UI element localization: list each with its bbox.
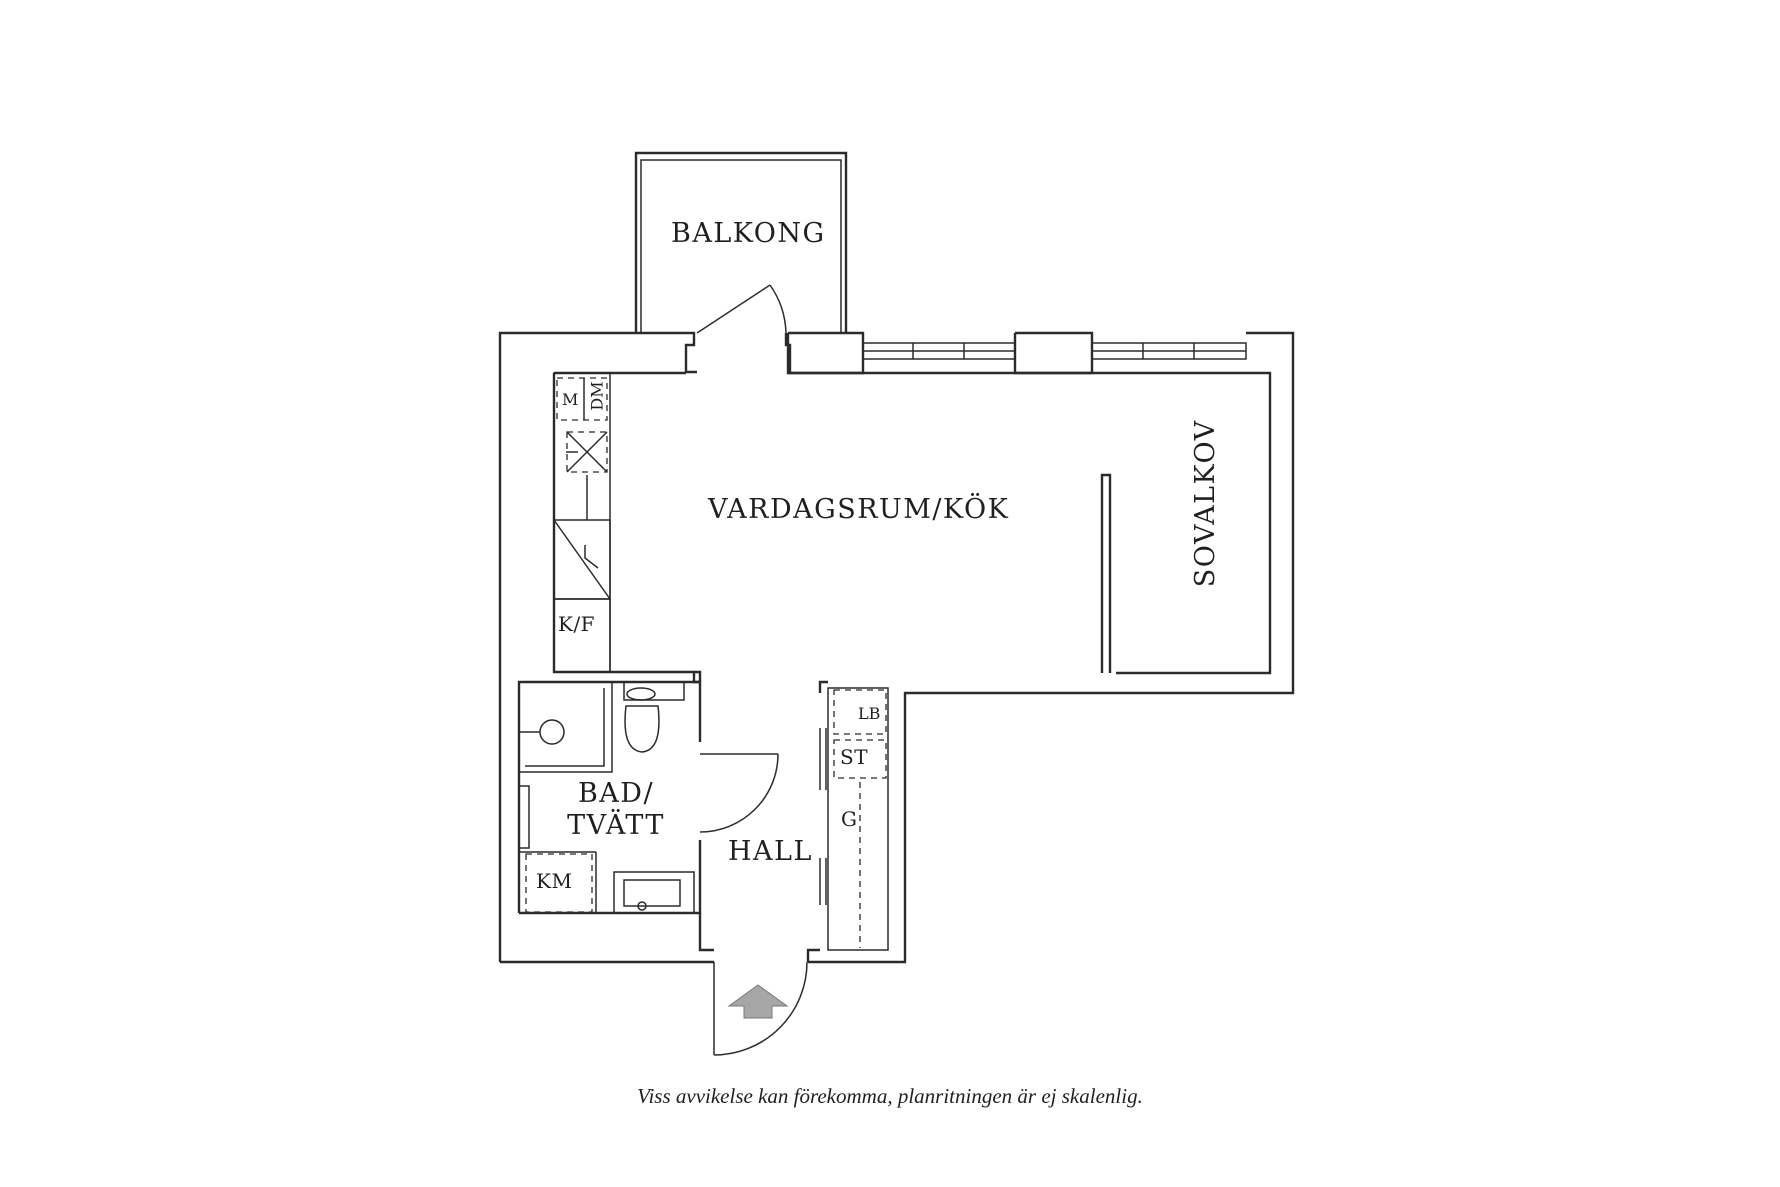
entrance-arrow-icon [727, 984, 789, 1019]
fixture-label-storage: ST [840, 745, 869, 769]
fixture-label-microwave: M [562, 390, 579, 409]
room-label-sovalkov: SOVALKOV [1189, 419, 1221, 588]
room-label-hall: HALL [728, 836, 813, 867]
entrance-door [713, 961, 808, 1056]
outer-walls [498, 331, 1295, 964]
fixture-label-washing-machine: KM [536, 869, 573, 893]
bathroom-door [699, 753, 779, 833]
bathroom-walls [517, 670, 702, 915]
room-label-tvatt: TVÄTT [567, 810, 665, 842]
fixture-label-wardrobe: G [841, 807, 858, 831]
room-label-vardagsrum-kok: VARDAGSRUM/KÖK [708, 494, 1010, 525]
window-left [862, 342, 1016, 360]
hall-walls [698, 680, 889, 962]
room-label-bad-tvatt: BAD/ TVÄTT [566, 778, 666, 843]
fixture-label-dishwasher: DM [587, 381, 607, 411]
room-label-bad: BAD/ [577, 778, 655, 809]
room-label-balkong: BALKONG [671, 218, 826, 249]
balcony-outline [634, 151, 848, 333]
disclaimer-text: Viss avvikelse kan förekomma, planritnin… [637, 1084, 1143, 1108]
fixture-label-fridge-freezer: K/F [558, 612, 596, 636]
fixture-label-linen-cabinet: LB [858, 704, 881, 723]
balcony-door [696, 284, 792, 373]
window-right [1091, 342, 1247, 360]
